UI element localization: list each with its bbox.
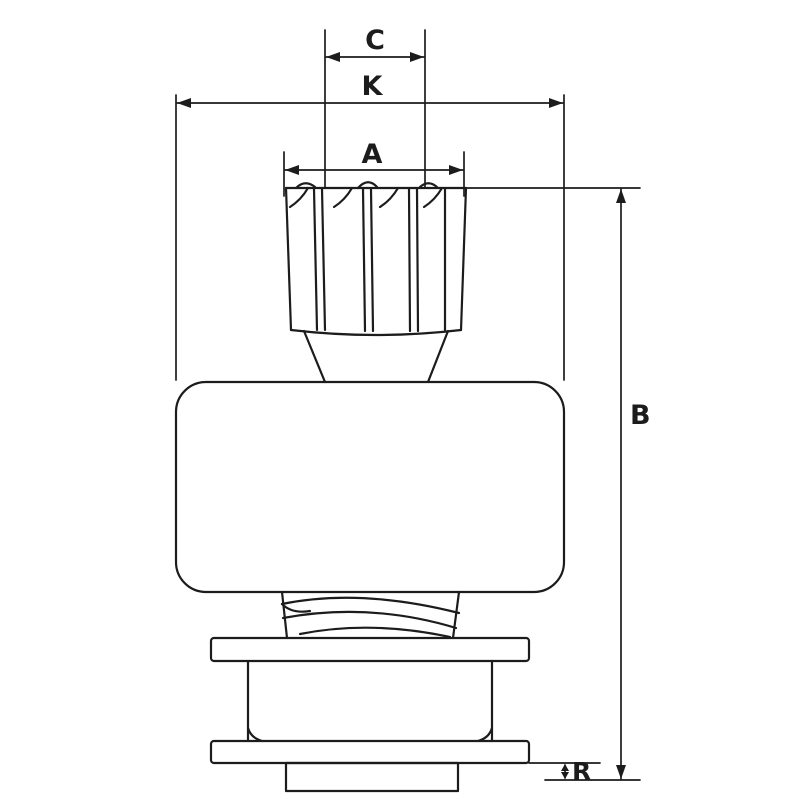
dim-label-c: C — [365, 25, 385, 56]
dimension-b — [465, 187, 641, 781]
drawing-root: C K A B R — [174, 25, 651, 793]
mid-cylinder — [246, 659, 494, 743]
gear-left-edge — [284, 186, 293, 332]
dimension-labels: C K A B R — [362, 25, 651, 786]
tooth-chamfer — [288, 186, 310, 209]
cylinder-fillet-right — [476, 726, 494, 743]
tooth-chamfer — [332, 186, 354, 209]
gear-right-edge — [459, 186, 468, 332]
dimensions — [175, 29, 641, 781]
dimension-k — [175, 94, 565, 381]
tooth-flank — [320, 187, 327, 332]
flange-lower-outline — [209, 739, 531, 765]
arrowhead — [561, 772, 569, 779]
arrowhead — [177, 98, 191, 108]
drive-body — [174, 380, 566, 594]
tooth-flank — [415, 187, 420, 333]
arrowheads — [177, 52, 626, 779]
arrowhead — [616, 765, 626, 779]
tooth-flank — [312, 187, 319, 332]
bottom-cylinder — [284, 761, 460, 793]
dim-label-r: R — [572, 757, 591, 786]
spline-thread — [281, 610, 458, 630]
spline-thread — [298, 626, 452, 639]
tooth-tip — [294, 182, 317, 190]
flange-upper — [209, 636, 531, 663]
spline-thread — [280, 596, 461, 615]
gear-neck — [302, 329, 450, 384]
pinion-gear — [284, 181, 468, 337]
tooth-flank — [361, 187, 367, 333]
arrowhead — [561, 764, 569, 771]
neck-left-edge — [302, 329, 327, 384]
tooth-chamfer — [422, 186, 444, 209]
tooth-flank — [369, 187, 375, 333]
arrowhead — [410, 52, 424, 62]
arrowhead — [616, 189, 626, 203]
spline-section — [280, 590, 461, 640]
arrowhead — [449, 165, 463, 175]
arrowhead — [285, 165, 299, 175]
flange-upper-outline — [209, 636, 531, 663]
dimension-c — [324, 29, 426, 188]
spline-thread-end — [280, 602, 312, 613]
neck-right-edge — [426, 329, 450, 384]
dim-label-k: K — [362, 71, 384, 102]
spline-left-edge — [280, 590, 289, 640]
arrowhead — [549, 98, 563, 108]
bottom-cylinder-outline — [284, 761, 460, 793]
tooth-chamfer — [378, 186, 400, 209]
spline-right-edge — [451, 590, 461, 640]
dim-label-a: A — [362, 139, 383, 170]
body-outline — [174, 380, 566, 594]
cylinder-fillet-left — [246, 726, 264, 743]
dimension-a — [283, 151, 465, 197]
gear-bottom-edge — [289, 328, 463, 337]
tooth-tip — [418, 182, 440, 190]
tooth-tip — [356, 181, 379, 190]
arrowhead — [326, 52, 340, 62]
flange-lower — [209, 739, 531, 765]
dim-label-b: B — [630, 400, 651, 431]
tooth-flank — [407, 187, 412, 333]
